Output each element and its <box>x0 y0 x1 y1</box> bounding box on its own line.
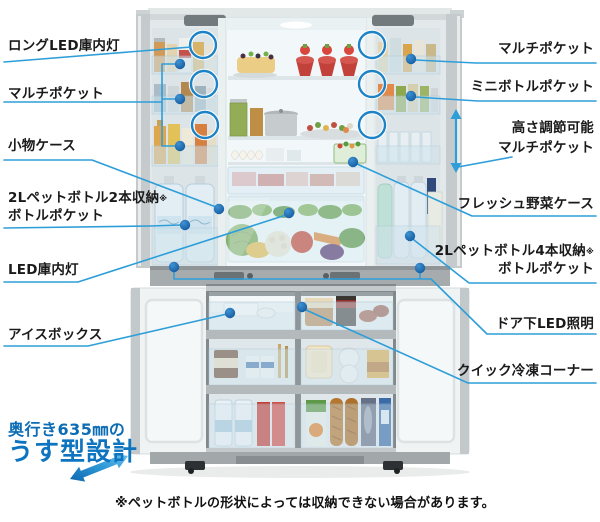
label-ice-box: アイスボックス <box>8 327 103 343</box>
callout-dot <box>179 219 191 231</box>
center-divider <box>150 266 450 286</box>
led-highlight-rings <box>187 29 388 141</box>
callout-dot <box>404 230 416 242</box>
freezer-right-door <box>386 287 470 455</box>
callout-dot <box>405 90 417 102</box>
cake-on-shelf <box>233 51 277 78</box>
callout-line-ice-box <box>3 313 228 347</box>
jars-and-pot <box>229 99 298 137</box>
label-text: 2Lペットボトル4本収納 <box>434 243 587 259</box>
callout-line-2l-bottle-left <box>3 224 182 229</box>
callout-line-small-items-case <box>3 159 217 208</box>
freezer-bottom-left-drawer <box>208 394 296 449</box>
callout-dot <box>296 301 308 313</box>
label-fresh-vegetable-case: フレッシュ野菜ケース <box>457 196 594 212</box>
left-door-pocket-3 <box>151 120 219 167</box>
callout-dot <box>224 307 236 319</box>
footnote: ※ペットボトルの形状によっては収納できない場合があります。 <box>115 496 495 511</box>
callout-dot <box>283 207 295 219</box>
callout-dot <box>213 203 225 215</box>
label-bottle-pocket-right: ボトルポケット <box>498 261 594 277</box>
parfait-cups <box>296 44 358 76</box>
label-multi-pocket-right: マルチポケット <box>498 41 594 57</box>
callout-dot <box>168 261 180 273</box>
height-adjust-arrow-icon <box>450 109 462 173</box>
label-footnote-mark: ※ <box>586 247 594 256</box>
chilled-drawer <box>227 166 365 195</box>
depth-arrow-icon <box>70 453 128 482</box>
callout-dots <box>168 53 426 319</box>
label-footnote-mark: ※ <box>159 194 168 203</box>
label-2l-bottle-2-storage: 2Lペットボトル2本収納※ <box>8 191 167 206</box>
label-led-interior-light: LED庫内灯 <box>8 262 79 278</box>
callout-line-multi-pocket-right <box>414 59 597 64</box>
freezer-left-door <box>130 287 214 455</box>
label-2l-bottle-4-storage: 2Lペットボトル4本収納※ <box>435 244 594 259</box>
label-text: 2Lペットボトル2本収納 <box>8 190 160 206</box>
label-multi-pocket-left: マルチポケット <box>8 86 104 102</box>
led-highlight-ring <box>356 109 388 141</box>
callout-line-height-adjust <box>457 156 513 168</box>
callout-line-led-light <box>3 214 287 283</box>
label-small-items-case: 小物ケース <box>8 138 76 154</box>
callout-dot <box>174 58 186 70</box>
callout-dot <box>347 156 359 168</box>
led-highlight-ring <box>188 68 220 100</box>
freezer-mid-left-drawer <box>208 339 296 386</box>
callout-line-2l-bottle-right <box>413 239 597 284</box>
upper-right-door <box>372 14 462 268</box>
depth-feature-line2: うす型設計 <box>8 437 139 466</box>
appetizer-platter <box>300 122 364 139</box>
freezer-mid-right-drawer <box>300 339 394 386</box>
label-under-door-led: ドア下LED照明 <box>495 316 594 332</box>
freezer-bottom-right-drawer <box>300 394 394 449</box>
label-long-led-interior-light: ロングLED庫内灯 <box>8 38 120 54</box>
led-highlight-ring <box>356 68 388 100</box>
callout-line-long-led <box>3 46 192 63</box>
callout-dot <box>174 140 186 152</box>
right-door-mini-bottle-pocket <box>375 131 441 165</box>
ice-box-drawer <box>208 292 296 331</box>
label-bottle-pocket-left: ボトルポケット <box>8 208 104 224</box>
freezer-drawers <box>206 284 396 454</box>
ceiling-led-lamp <box>280 21 312 29</box>
callout-dot <box>414 262 426 274</box>
vegetable-crisper <box>226 195 365 263</box>
label-height-adjustable-multi-pocket: マルチポケット <box>498 140 594 156</box>
floor-shadow <box>130 466 470 478</box>
quick-freeze-drawer <box>300 292 394 331</box>
label-quick-freeze-corner: クイック冷凍コーナー <box>457 363 594 379</box>
led-highlight-ring <box>189 109 221 141</box>
fridge-interior <box>218 17 374 269</box>
led-highlight-ring <box>356 29 388 61</box>
callout-line-fresh-veg-case <box>356 163 597 217</box>
label-mini-bottle-pocket: ミニボトルポケット <box>470 79 594 95</box>
callout-dot <box>405 53 417 65</box>
callout-line-multi-pocket-left <box>3 63 176 147</box>
depth-feature-line1: 奥行き635㎜の <box>8 420 126 439</box>
callout-line-mini-bottle-pocket <box>414 96 597 102</box>
eggs-and-containers <box>231 148 301 161</box>
callout-line-quick-freeze <box>305 309 597 384</box>
led-highlight-ring <box>187 29 219 61</box>
label-height-adjustable: 高さ調節可能 <box>511 120 594 136</box>
fridge-base <box>150 452 450 474</box>
callout-dot <box>174 93 186 105</box>
callout-lines <box>3 46 597 384</box>
right-door-bottle-pocket <box>375 176 443 265</box>
